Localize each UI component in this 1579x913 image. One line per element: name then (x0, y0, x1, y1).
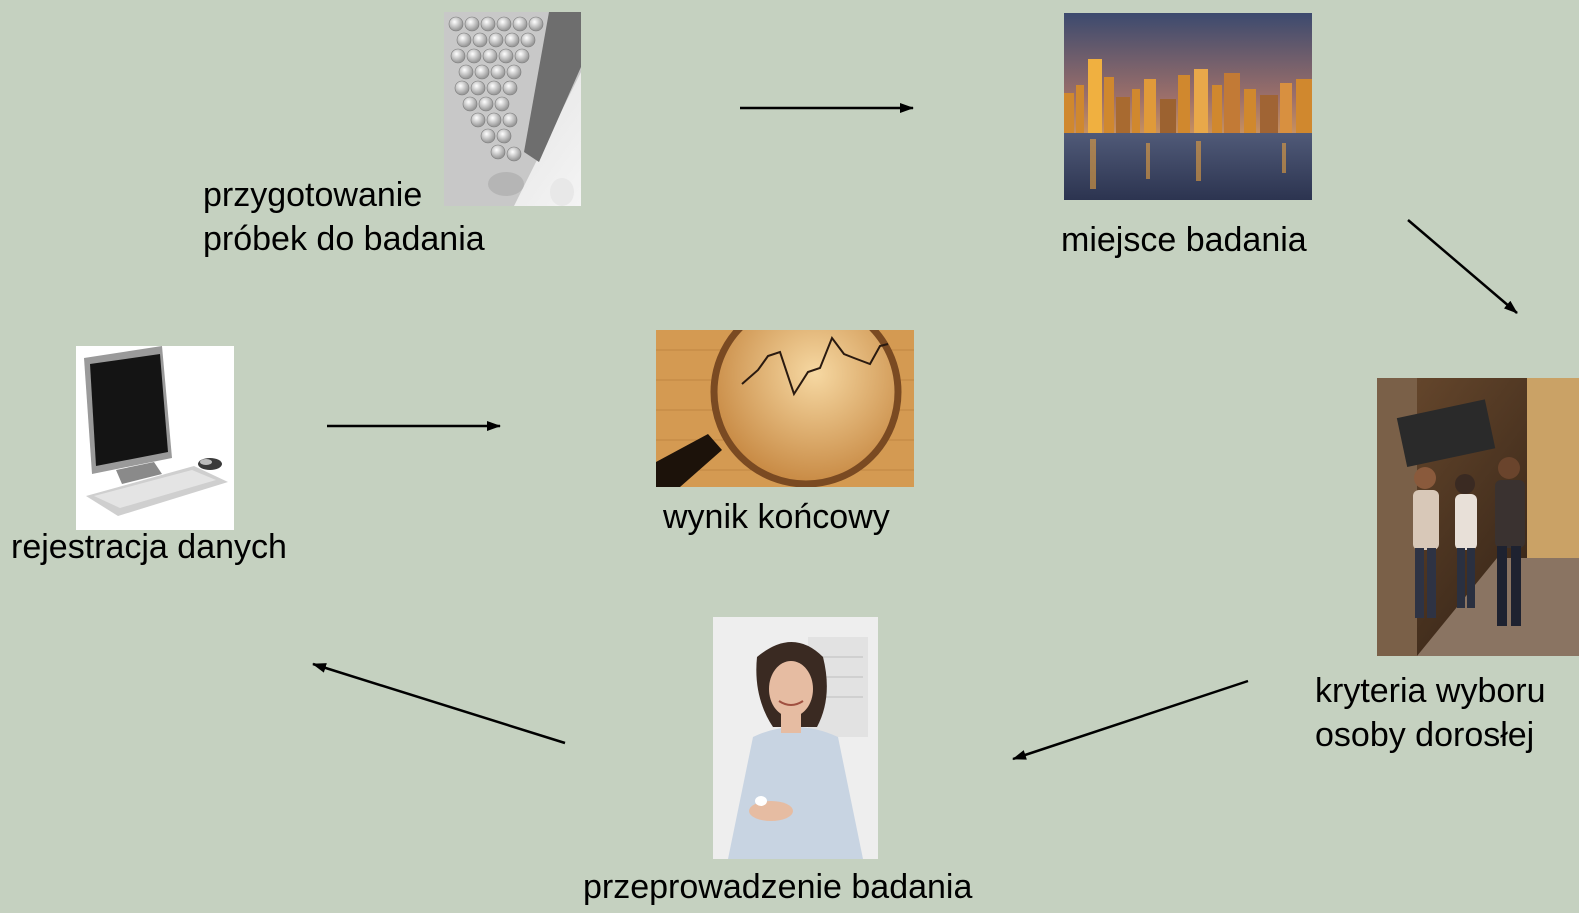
magnifier-chart-icon (656, 330, 914, 487)
city-skyline-icon (1064, 13, 1312, 200)
preparation-label: przygotowanie próbek do badania (203, 173, 485, 261)
magnifier-chart-image (656, 330, 914, 487)
city-skyline-image (1064, 13, 1312, 200)
arrow-conduct-to-registration (312, 662, 566, 745)
people-walking-image (1377, 378, 1579, 656)
people-walking-icon (1377, 378, 1579, 656)
criteria-label-line2: osoby dorosłej (1315, 716, 1535, 754)
preparation-label-line2: próbek do badania (203, 220, 485, 258)
woman-portrait-image (713, 617, 878, 859)
pills-icon (444, 12, 581, 206)
criteria-label-line1: kryteria wyboru (1315, 672, 1546, 710)
result-label: wynik końcowy (663, 498, 890, 536)
criteria-label: kryteria wyboru osoby dorosłej (1315, 669, 1546, 757)
arrow-criteria-to-conduct (1012, 679, 1249, 761)
conduct-label: przeprowadzenie badania (583, 868, 973, 906)
arrow-location-to-criteria (1407, 219, 1518, 314)
location-label: miejsce badania (1061, 221, 1307, 259)
computer-icon (76, 346, 234, 530)
registration-label: rejestracja danych (11, 528, 287, 566)
pills-image (444, 12, 581, 206)
preparation-label-line1: przygotowanie (203, 176, 423, 214)
computer-image (76, 346, 234, 530)
woman-portrait-icon (713, 617, 878, 859)
